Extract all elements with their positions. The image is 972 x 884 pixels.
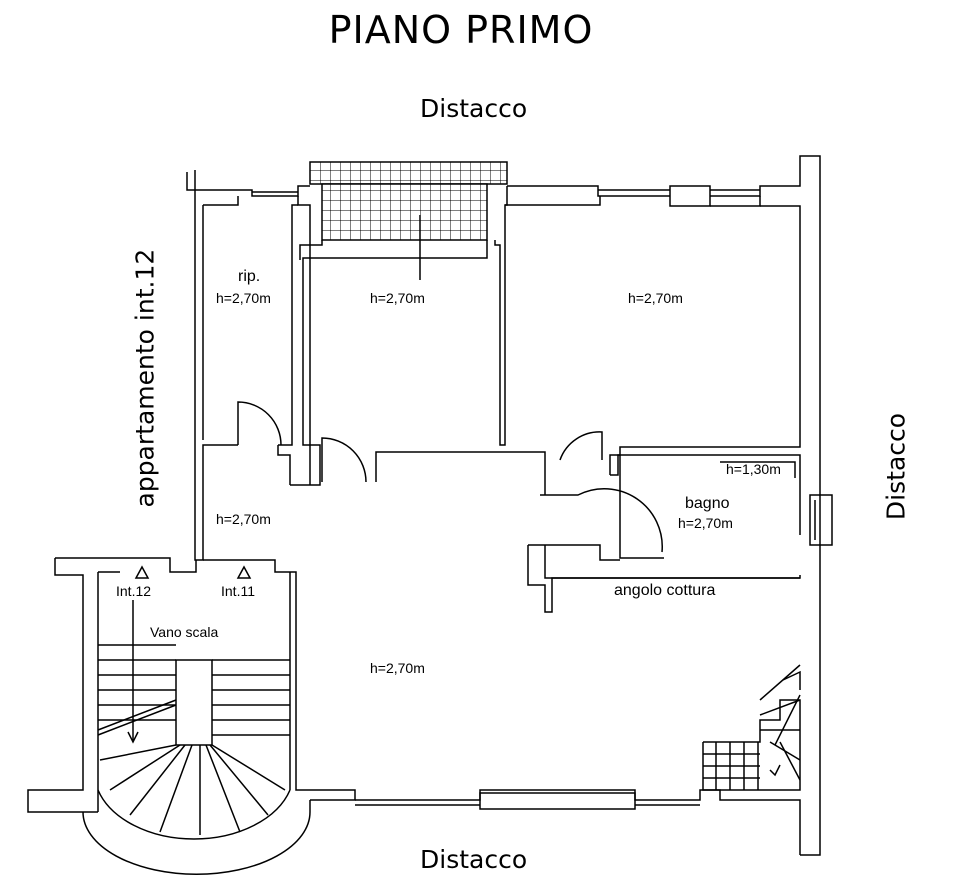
angolo-cottura-label: angolo cottura (614, 582, 716, 599)
room-right-height: h=2,70m (628, 290, 683, 306)
room-center-height: h=2,70m (370, 290, 425, 306)
plan-title: PIANO PRIMO (328, 8, 594, 52)
bagno-low-height: h=1,30m (726, 461, 781, 477)
soggiorno-height: h=2,70m (370, 660, 425, 676)
bagno-label: bagno (685, 495, 730, 512)
int12-label: Int.12 (116, 583, 152, 599)
top-side-label: Distacco (420, 94, 528, 123)
ripostiglio-height: h=2,70m (216, 290, 271, 306)
ingresso-height: h=2,70m (216, 511, 271, 527)
ripostiglio-label: rip. (238, 268, 261, 285)
int11-label: Int.11 (221, 583, 255, 599)
bottom-side-label: Distacco (420, 845, 528, 874)
vano-scala-label: Vano scala (150, 624, 219, 640)
bagno-height: h=2,70m (678, 515, 733, 531)
balcony-grid (309, 161, 508, 185)
balcony-grid-lower (321, 183, 488, 241)
